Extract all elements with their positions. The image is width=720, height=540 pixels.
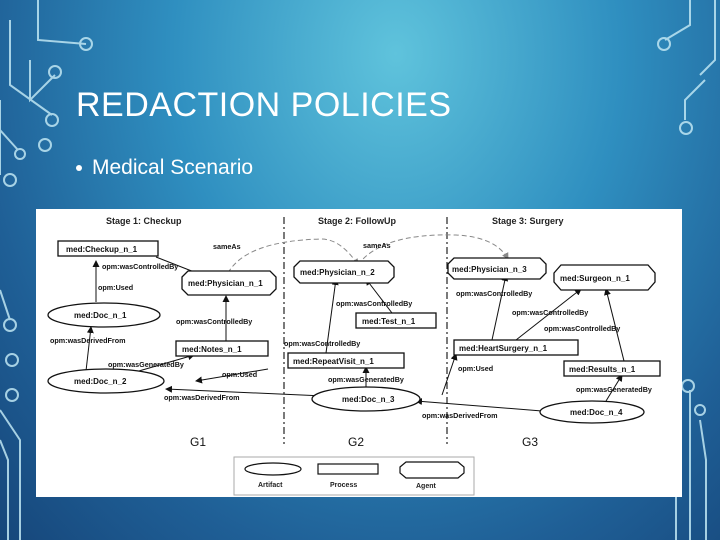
- edge-doc3-heartsurgery: [441, 353, 458, 396]
- edge-label-controlled-2: opm:wasControlledBy: [176, 317, 252, 326]
- sameas-label-2: sameAs: [363, 241, 391, 250]
- node-doc1-label: med:Doc_n_1: [74, 311, 127, 320]
- group-label-g2: G2: [348, 435, 364, 449]
- edge-test1-physician2: [365, 278, 393, 314]
- edge-label-controlled-7: opm:wasControlledBy: [544, 324, 620, 333]
- edge-doc4-doc3: [415, 397, 543, 412]
- node-checkup-label: med:Checkup_n_1: [66, 245, 138, 254]
- group-label-g1: G1: [190, 435, 206, 449]
- bullet-item: Medical Scenario: [76, 156, 253, 180]
- edge-doc2-notes1: [131, 353, 195, 374]
- stage-3-title: Stage 3: Surgery: [492, 216, 564, 226]
- sameas-edge-1: [227, 238, 359, 274]
- node-test1: [355, 312, 437, 329]
- stage-1-title: Stage 1: Checkup: [106, 216, 182, 226]
- node-heartsurgery1: [453, 339, 579, 356]
- node-surgeon1-label: med:Surgeon_n_1: [560, 274, 630, 283]
- edge-label-controlled-6: opm:wasControlledBy: [512, 308, 588, 317]
- node-repeatvisit1: [287, 352, 405, 369]
- node-test1-label: med:Test_n_1: [362, 317, 416, 326]
- group-label-g3: G3: [522, 435, 538, 449]
- edge-label-controlled-3: opm:wasControlledBy: [336, 299, 412, 308]
- edge-label-generated-3: opm:wasGeneratedBy: [576, 385, 652, 394]
- edge-label-generated-1: opm:wasGeneratedBy: [108, 360, 184, 369]
- edge-label-derived-1: opm:wasDerivedFrom: [50, 336, 126, 345]
- legend-agent-icon: [399, 461, 465, 479]
- legend-process-label: Process: [330, 482, 357, 489]
- node-doc2: [47, 368, 165, 394]
- node-doc3-label: med:Doc_n_3: [342, 395, 395, 404]
- legend-artifact-label: Artifact: [258, 482, 283, 489]
- node-physician1: [181, 270, 277, 296]
- legend: Artifact Process Agent: [233, 456, 475, 496]
- stage-2-title: Stage 2: FollowUp: [318, 216, 397, 226]
- edge-heartsurgery-physician3: [491, 274, 509, 341]
- legend-agent-label: Agent: [416, 483, 437, 490]
- edge-label-controlled-5: opm:wasControlledBy: [456, 289, 532, 298]
- node-heartsurgery1-label: med:HeartSurgery_n_1: [459, 344, 548, 353]
- node-physician3: [447, 257, 547, 280]
- sameas-label-1: sameAs: [213, 242, 241, 251]
- provenance-diagram: Stage 1: Checkup Stage 2: FollowUp Stage…: [36, 209, 682, 497]
- edge-label-used-2: opm:Used: [222, 370, 257, 379]
- edge-repeatvisit-physician2: [325, 278, 339, 354]
- node-doc3: [311, 386, 421, 412]
- node-physician1-label: med:Physician_n_1: [188, 279, 263, 288]
- edge-doc4-results1: [605, 374, 623, 402]
- node-doc4: [539, 400, 645, 424]
- edge-repeatvisit-doc2: [195, 368, 269, 384]
- bullet-text: Medical Scenario: [92, 156, 254, 179]
- slide-title: REDACTION POLICIES: [76, 86, 452, 124]
- edge-label-controlled-1: opm:wasControlledBy: [102, 262, 178, 271]
- node-results1-label: med:Results_n_1: [569, 365, 636, 374]
- bullet-dot-icon: [76, 165, 82, 171]
- edge-results1-surgeon1: [604, 288, 625, 362]
- edge-label-used-1: opm:Used: [98, 283, 133, 292]
- node-notes1-label: med:Notes_n_1: [182, 345, 242, 354]
- node-surgeon1: [553, 264, 656, 291]
- edge-label-derived-3: opm:wasDerivedFrom: [422, 411, 498, 420]
- diagram-canvas: Stage 1: Checkup Stage 2: FollowUp Stage…: [47, 216, 661, 496]
- node-physician3-label: med:Physician_n_3: [452, 265, 527, 274]
- node-repeatvisit1-label: med:RepeatVisit_n_1: [293, 357, 374, 366]
- node-results1: [563, 360, 661, 377]
- edge-label-generated-2: opm:wasGeneratedBy: [328, 375, 404, 384]
- edge-doc2-doc1: [85, 326, 94, 372]
- legend-process-icon: [317, 463, 379, 475]
- node-doc2-label: med:Doc_n_2: [74, 377, 127, 386]
- node-notes1: [175, 340, 269, 357]
- node-doc1: [47, 302, 161, 328]
- sameas-edge-2: [357, 234, 509, 266]
- edge-label-controlled-4: opm:wasControlledBy: [284, 339, 360, 348]
- node-physician2: [293, 260, 395, 284]
- edge-label-derived-2: opm:wasDerivedFrom: [164, 393, 240, 402]
- edge-label-used-3: opm:Used: [458, 364, 493, 373]
- edge-heartsurgery-surgeon1: [515, 288, 582, 341]
- node-doc4-label: med:Doc_n_4: [570, 408, 623, 417]
- node-physician2-label: med:Physician_n_2: [300, 268, 375, 277]
- node-checkup: [57, 240, 159, 257]
- legend-artifact-icon: [244, 462, 302, 476]
- edge-doc3-doc2: [165, 385, 325, 397]
